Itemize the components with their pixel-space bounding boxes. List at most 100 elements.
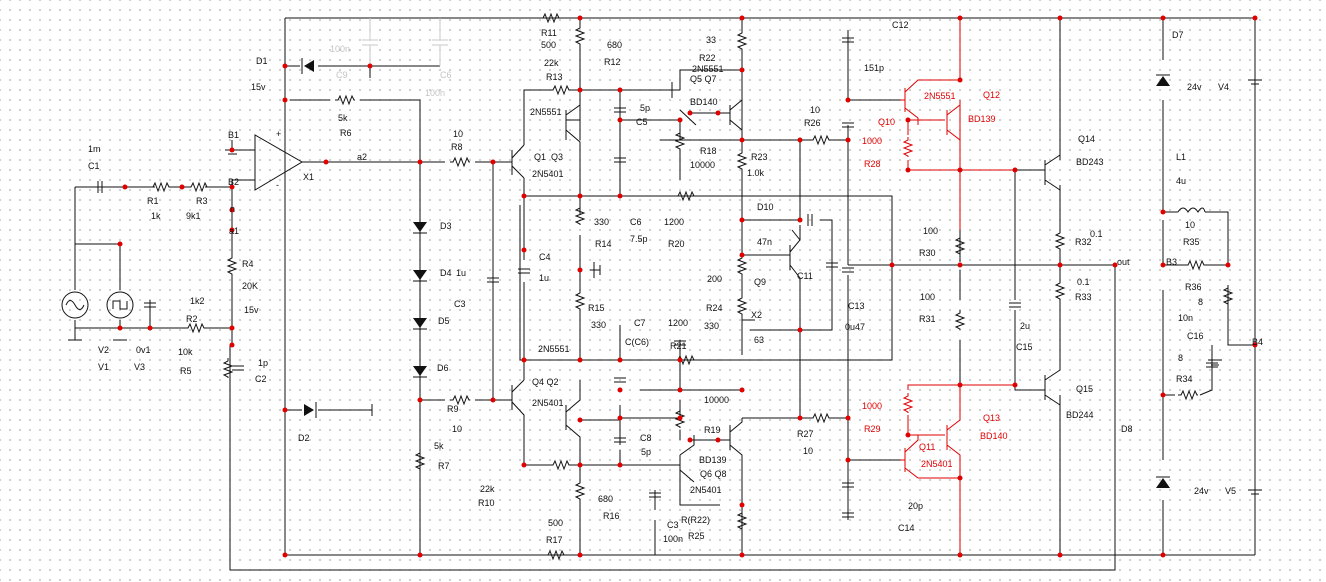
label-c12: C12	[892, 20, 909, 30]
label-r6-value: 5k	[338, 113, 348, 123]
label-680: 680	[607, 40, 622, 50]
label-r11: R11	[541, 28, 557, 38]
label-c1-value: 1m	[88, 144, 101, 154]
label-v3-value: 0v1	[136, 345, 151, 355]
label-l1-value: 4u	[1176, 176, 1186, 186]
label-r15: R15	[588, 303, 605, 313]
label-d1: D1	[256, 56, 268, 66]
label-c14-value: 20p	[908, 501, 923, 511]
label-r2-value: 1k2	[190, 296, 205, 306]
label-r26-value: 10	[810, 105, 820, 115]
label-c2: C2	[255, 374, 267, 384]
label-24v-top: 24v	[1187, 82, 1202, 92]
label-d2: D2	[298, 433, 310, 443]
label-c3: C3	[454, 299, 466, 309]
label-c3-bottom: C3	[667, 520, 679, 530]
label-a1: a1	[229, 226, 239, 236]
label-63: 63	[754, 335, 764, 345]
label-c2-value: 1p	[258, 358, 268, 368]
label-b1: B1	[228, 130, 239, 140]
ghost-capacitors	[362, 18, 448, 66]
label-q1: Q1	[534, 152, 546, 162]
label-r5: R5	[180, 366, 192, 376]
label-r18-value: 10000	[690, 160, 715, 170]
label-r8-value: 10	[453, 129, 463, 139]
label-c6-value: 7.5p	[630, 234, 648, 244]
label-c11: C11	[797, 271, 813, 281]
label-r30-value: 100	[923, 226, 938, 236]
label-b2: B2	[228, 177, 239, 187]
label-r22: R22	[699, 53, 716, 63]
junction-dots	[117, 15, 1258, 558]
label-r3-value: 9k1	[186, 211, 201, 221]
label-r35: R35	[1183, 237, 1200, 247]
label-r5-value: 10k	[178, 347, 193, 357]
label-c8: C8	[640, 433, 652, 443]
label-r17-value: 500	[548, 518, 563, 528]
label-v1: V1	[98, 362, 109, 372]
label-r24: R24	[706, 303, 723, 313]
label-c7: C7	[634, 318, 646, 328]
label-l1: L1	[1176, 152, 1186, 162]
label-out: out	[1117, 257, 1130, 267]
label-r18: R18	[700, 146, 717, 156]
label-c10-value: 47n	[757, 237, 772, 247]
label-c5: C5	[636, 117, 648, 127]
label-r12: R12	[604, 57, 621, 67]
label-r14-value: 330	[594, 217, 609, 227]
label-24v-bottom: 24v	[1194, 486, 1209, 496]
label-d10: D10	[757, 202, 774, 212]
label-q5-q7: Q5 Q7	[690, 74, 717, 84]
label-c15-value: 2u	[1020, 321, 1030, 331]
label-d8: D8	[1121, 424, 1133, 434]
label-c14: C14	[898, 523, 915, 533]
label-15v-top: 15v	[251, 82, 266, 92]
label-r2: R2	[186, 314, 198, 324]
label-r28-value: 1000	[862, 136, 882, 146]
label-q6-q8: Q6 Q8	[700, 469, 727, 479]
label-c16: C16	[1187, 331, 1204, 341]
label-c15: C15	[1016, 342, 1033, 352]
label-r29-value: 1000	[862, 401, 882, 411]
label-r23: R23	[751, 152, 768, 162]
label-q12: Q12	[983, 90, 1000, 100]
label-r33: R33	[1075, 292, 1092, 302]
label-v2: V2	[98, 345, 109, 355]
label-d7: D7	[1172, 30, 1184, 40]
label-c13-value: 0u47	[845, 322, 865, 332]
label-r34-value: 8	[1178, 353, 1183, 363]
label-c4: C4	[539, 252, 551, 262]
label-r8: R8	[451, 142, 463, 152]
label-2n5401-q6: 2N5401	[690, 485, 722, 495]
label-bd244: BD244	[1066, 410, 1094, 420]
label-b4: B4	[1252, 337, 1263, 347]
label-d5: D5	[438, 316, 450, 326]
label-d4-value: 1u	[456, 268, 466, 278]
label-2n5551-q12: 2N5551	[924, 91, 956, 101]
label-r27: R27	[797, 429, 814, 439]
label-2n5551-q3: 2N5551	[530, 107, 562, 117]
label-bd140-bottom: BD140	[980, 431, 1008, 441]
label-r35-value: 10	[1185, 220, 1195, 230]
label-q15: Q15	[1076, 384, 1093, 394]
label-r3: R3	[196, 196, 208, 206]
label-r6: R6	[340, 128, 352, 138]
label-r11-value: 500	[541, 40, 556, 50]
label-d3: D3	[440, 221, 452, 231]
label-15v-bottom: 15v	[244, 305, 259, 315]
label-ghost-c6: C6	[440, 70, 452, 80]
label-r24-value: 1200	[668, 318, 688, 328]
diodes	[301, 58, 1170, 488]
label-r10: R10	[478, 498, 495, 508]
label-q4-q2: Q4 Q2	[532, 377, 559, 387]
label-r36-value: 8	[1198, 297, 1203, 307]
label-c16-value: 10n	[1178, 313, 1193, 323]
label-r23-value: 1.0k	[747, 168, 765, 178]
label-q9: Q9	[754, 277, 766, 287]
label-c1: C1	[88, 161, 100, 171]
label-q14: Q14	[1078, 134, 1095, 144]
label-r27-value: 10	[803, 446, 813, 456]
label-a2: a2	[357, 152, 367, 162]
label-r1-value: 1k	[151, 211, 161, 221]
